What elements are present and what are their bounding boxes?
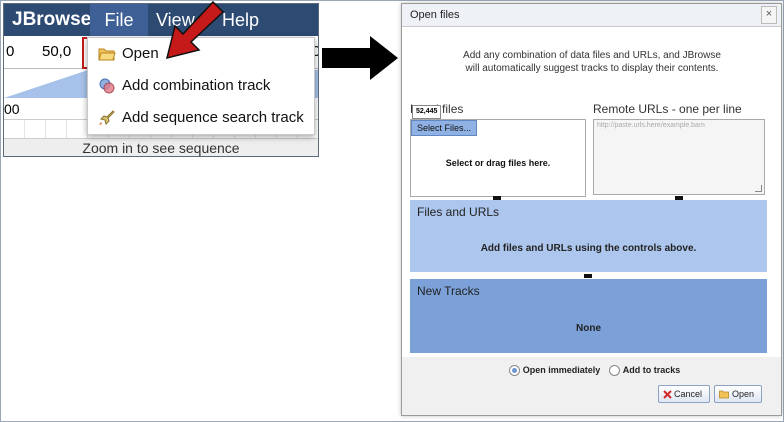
radio-open-immediately-label: Open immediately: [522, 365, 601, 375]
ruler-label-mid: 50,0: [42, 43, 72, 60]
menu-item-add-sequence-search-track[interactable]: Add sequence search track: [88, 102, 314, 134]
local-files-dropzone[interactable]: Select Files... Select or drag files her…: [410, 119, 586, 197]
intro-line-2: will automatically suggest tracks to dis…: [465, 63, 719, 74]
dialog-footer: Open immediately Add to tracks Cancel Op…: [402, 357, 781, 415]
open-button[interactable]: Open: [714, 385, 762, 403]
menu-item-open-label: Open: [122, 45, 159, 62]
file-dropdown-menu: Open Add combination track Add sequence …: [87, 37, 315, 135]
remote-urls-placeholder: http://paste.urls.here/example.bam: [597, 122, 705, 129]
region-marker[interactable]: [82, 37, 90, 69]
menu-file[interactable]: File: [90, 4, 148, 36]
new-tracks-title: New Tracks: [417, 284, 480, 298]
detail-ruler-label: 00: [4, 101, 20, 117]
drop-zone-text: Select or drag files here.: [445, 158, 551, 168]
radio-add-to-tracks-label: Add to tracks: [622, 365, 681, 375]
radio-open-immediately[interactable]: [508, 365, 520, 377]
connector-handle: [493, 196, 501, 200]
intro-line-1: Add any combination of data files and UR…: [463, 50, 721, 61]
resize-handle-icon[interactable]: [755, 185, 762, 192]
connector-handle: [675, 196, 683, 200]
open-files-dialog: Open files × Add any combination of data…: [401, 3, 782, 416]
cancel-button[interactable]: Cancel: [658, 385, 710, 403]
cancel-button-label: Cancel: [674, 389, 703, 399]
zoom-message: Zoom in to see sequence: [4, 138, 318, 156]
dialog-body: Add any combination of data files and UR…: [402, 27, 781, 357]
open-button-label: Open: [732, 389, 755, 399]
menu-item-open[interactable]: Open: [88, 38, 314, 70]
radio-add-to-tracks[interactable]: [608, 365, 620, 377]
folder-icon: [719, 390, 729, 399]
remote-urls-label: Remote URLs - one per line: [593, 102, 742, 116]
select-files-button[interactable]: Select Files...: [411, 120, 477, 136]
right-arrow-icon: [322, 36, 398, 80]
files-and-urls-title: Files and URLs: [417, 205, 500, 219]
connector-handle: [584, 274, 592, 278]
combination-icon: [99, 78, 115, 94]
jbrowse-logo: JBrowse: [12, 9, 92, 30]
rocket-icon: [99, 110, 115, 125]
position-tooltip: 52,445: [412, 105, 442, 119]
open-mode-options: Open immediately Add to tracks: [402, 365, 781, 377]
menu-help[interactable]: Help: [222, 10, 260, 30]
new-tracks-message: None: [576, 323, 601, 334]
jbrowse-menubar: JBrowse File View Help: [4, 4, 318, 36]
close-icon[interactable]: ×: [761, 6, 777, 24]
menu-item-add-sequence-search-track-label: Add sequence search track: [122, 109, 304, 126]
folder-icon: [98, 48, 116, 61]
dialog-title: Open files: [410, 9, 460, 21]
jbrowse-window: JBrowse File View Help 0 50,0 ,0 00 Zoom…: [3, 3, 319, 157]
remote-urls-textarea[interactable]: http://paste.urls.here/example.bam: [593, 119, 765, 195]
red-pointer-arrow-icon: [165, 0, 225, 60]
menu-item-add-combination-track[interactable]: Add combination track: [88, 70, 314, 102]
files-and-urls-message: Add files and URLs using the controls ab…: [480, 243, 697, 254]
new-tracks-panel: New Tracks None: [410, 279, 767, 353]
cancel-x-icon: [663, 390, 672, 399]
menu-item-add-combination-track-label: Add combination track: [122, 77, 271, 94]
menu-view[interactable]: View: [156, 10, 195, 30]
files-and-urls-panel: Files and URLs Add files and URLs using …: [410, 200, 767, 272]
dialog-titlebar: Open files ×: [402, 4, 781, 27]
ruler-label-left: 0: [6, 43, 15, 60]
dialog-intro: Add any combination of data files and UR…: [422, 49, 762, 75]
